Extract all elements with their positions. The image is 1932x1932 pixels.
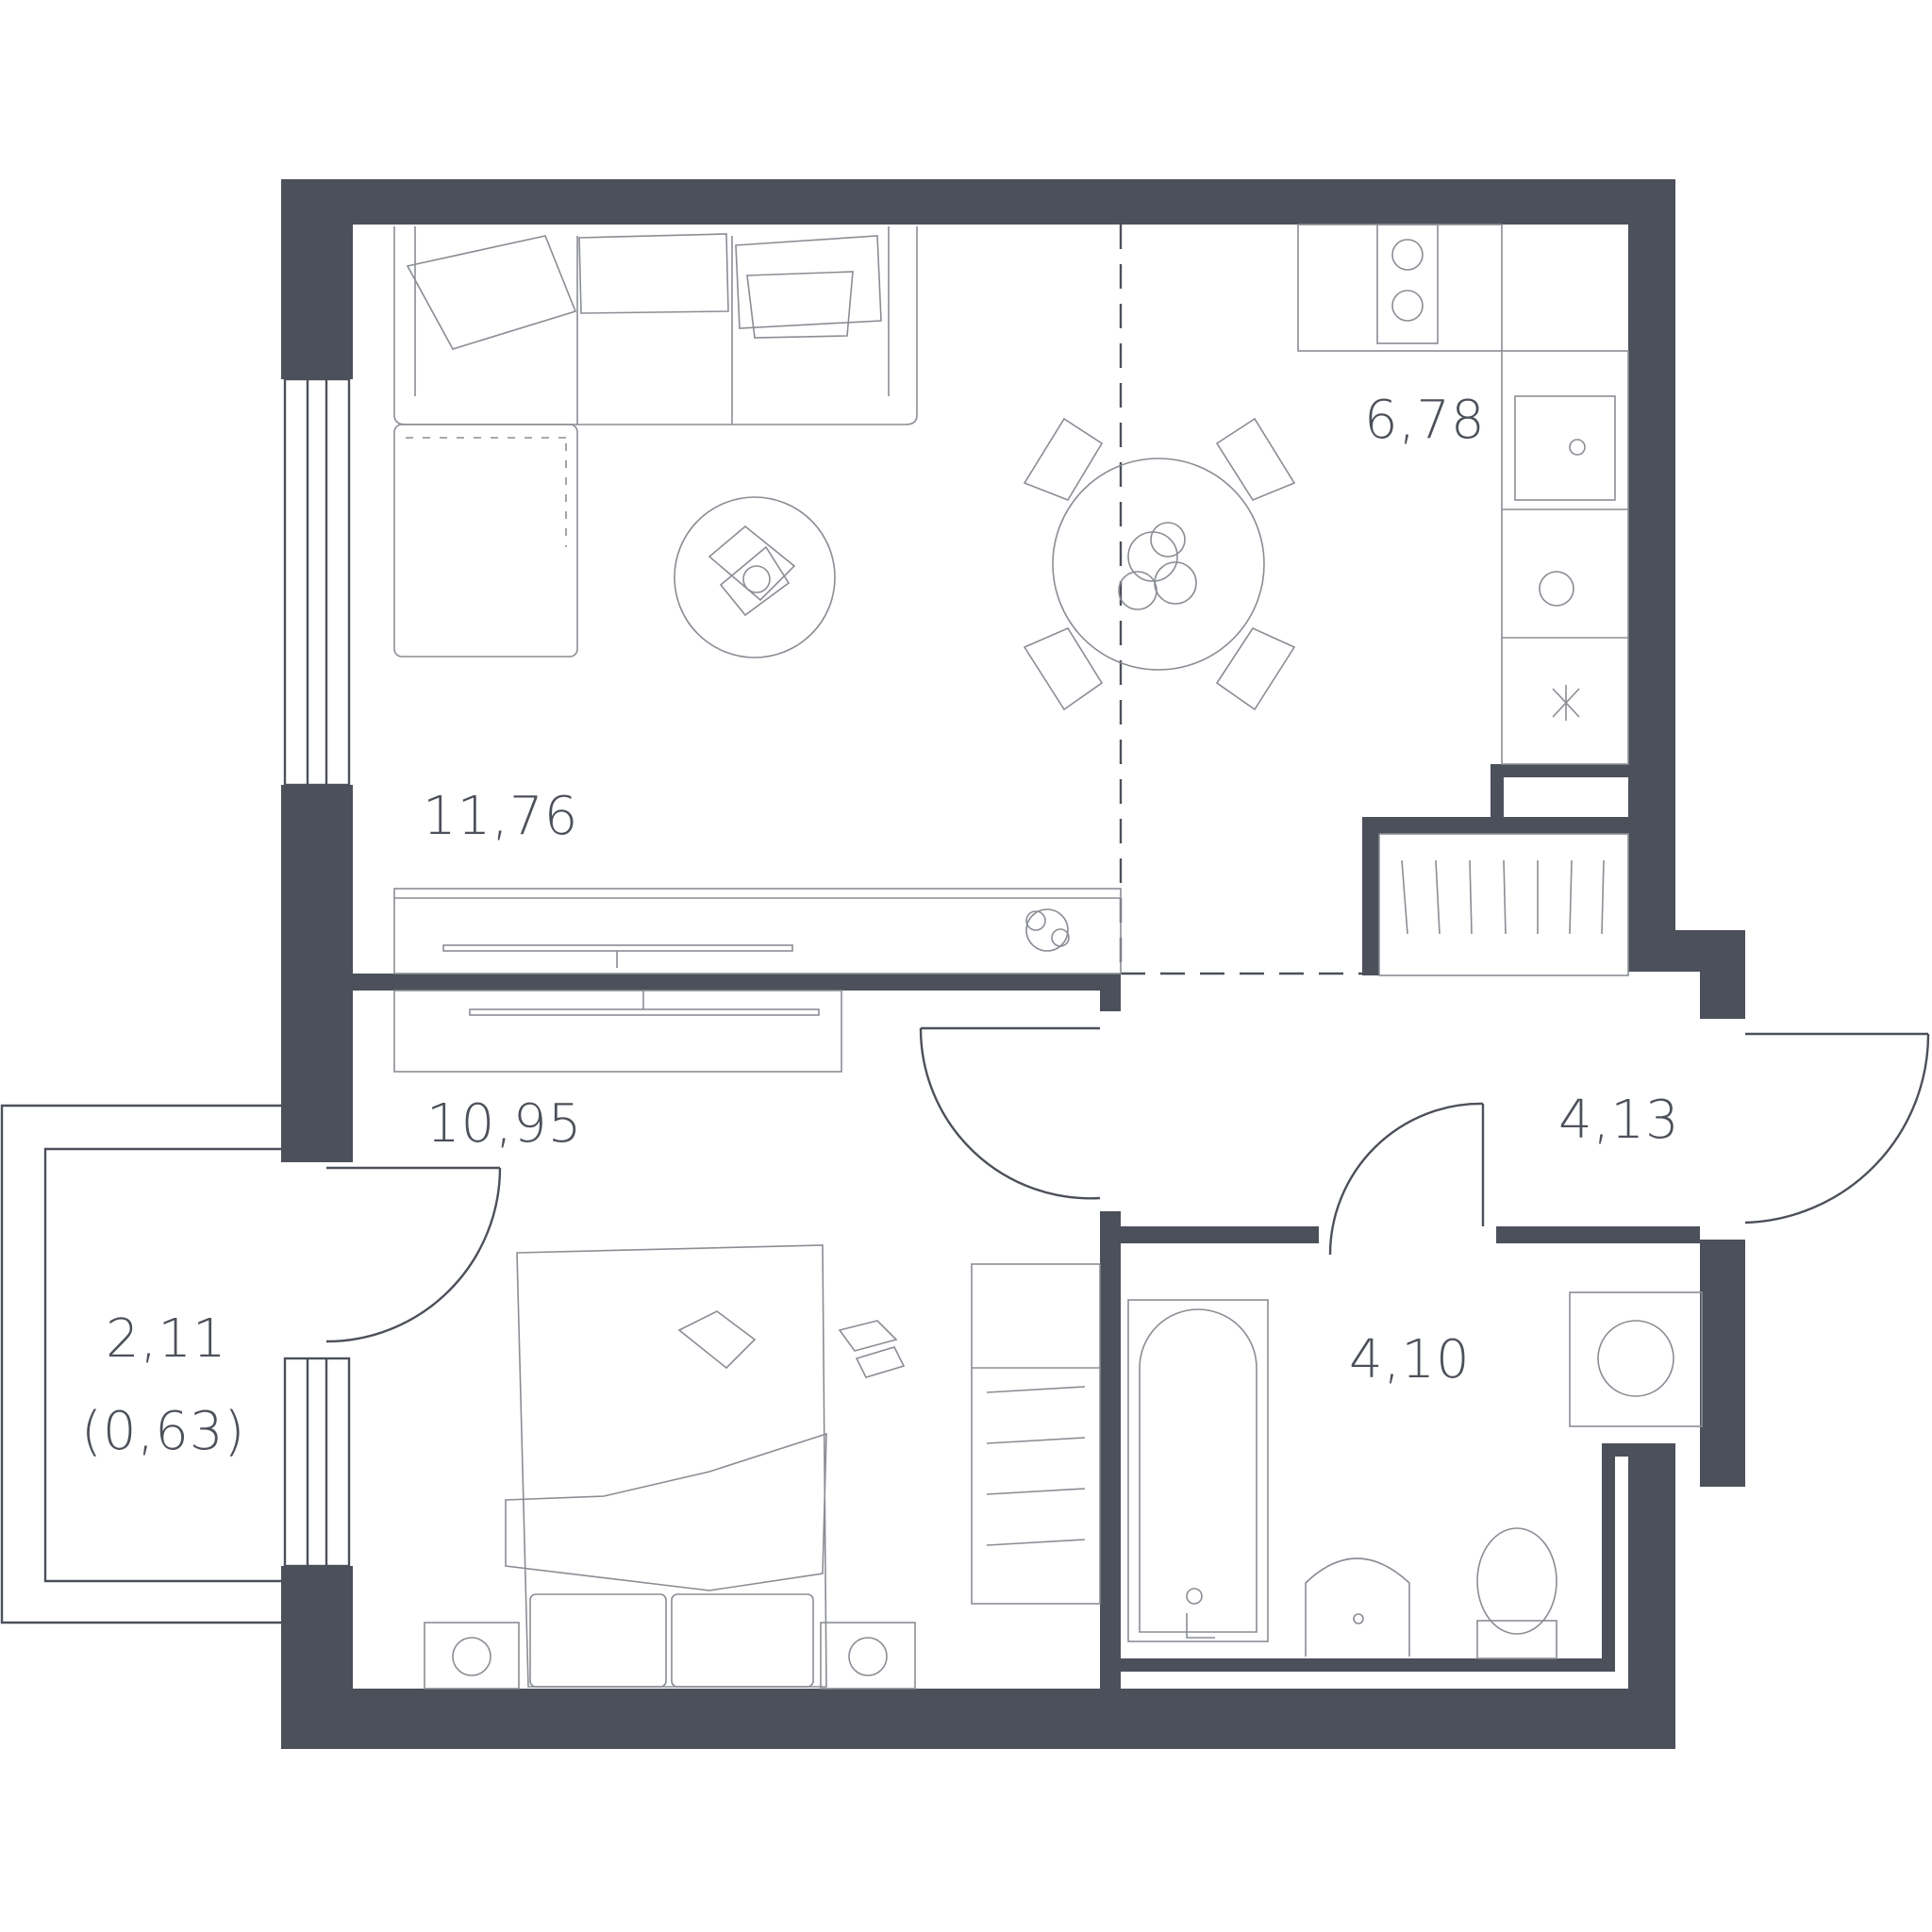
bed [505, 1244, 906, 1688]
wall-closet-top [1362, 817, 1628, 834]
hall-area: 4,13 [1558, 1090, 1680, 1151]
wall-living-bedroom [353, 974, 1102, 991]
wall-bath-step [1602, 1443, 1628, 1457]
sink [1305, 1557, 1410, 1657]
door-bathroom [1328, 1102, 1485, 1256]
wardrobe [971, 1263, 1101, 1605]
tv-unit-living [393, 888, 1122, 974]
walls [281, 179, 1745, 1749]
window-living [283, 377, 351, 787]
kitchen-area: 6,78 [1364, 390, 1486, 451]
wall-bedroom-bath [1100, 1211, 1121, 1707]
toilet [1476, 1527, 1557, 1659]
bedroom-area: 10,95 [426, 1093, 583, 1155]
bathroom-area: 4,10 [1349, 1329, 1471, 1391]
wall-closet-left [1362, 817, 1379, 975]
dining-table [1023, 417, 1296, 711]
wall-closet-inner-post [1491, 764, 1504, 821]
wall-left-upper [281, 179, 353, 379]
wall-left-middle [281, 785, 353, 1162]
wall-bath-inner-bottom [1121, 1658, 1615, 1672]
wall-top [281, 179, 1675, 225]
balcony-reduced-area: (0,63) [81, 1401, 246, 1462]
wall-right-upper [1628, 179, 1675, 972]
tv-unit-bedroom [393, 990, 842, 1073]
nightstands [424, 1622, 916, 1690]
sofa [393, 226, 918, 658]
wall-bath-top-left [1100, 1226, 1319, 1243]
bathtub [1127, 1299, 1269, 1642]
wall-bath-top-right [1496, 1226, 1700, 1243]
balcony-area: 2,11 [106, 1308, 227, 1370]
wall-bottom [281, 1689, 1675, 1749]
window-bedroom [283, 1357, 351, 1568]
wall-right-jamb-top [1700, 930, 1745, 1019]
washing-machine [1569, 1291, 1703, 1427]
coffee-table [674, 496, 836, 658]
wall-right-jamb-bottom [1700, 1240, 1745, 1487]
door-entrance [1744, 1032, 1930, 1224]
living-room-area: 11,76 [423, 786, 579, 847]
hall-closet [1378, 833, 1629, 976]
kitchen-counter [1297, 224, 1629, 765]
door-balcony [325, 1166, 502, 1343]
wall-closet-inner [1491, 764, 1628, 777]
wall-partition-stub [1100, 974, 1121, 1011]
balcony [0, 1104, 281, 1624]
wall-bath-inner-right [1602, 1443, 1615, 1672]
door-bedroom [919, 1026, 1101, 1200]
wall-right-lower [1628, 1443, 1675, 1749]
